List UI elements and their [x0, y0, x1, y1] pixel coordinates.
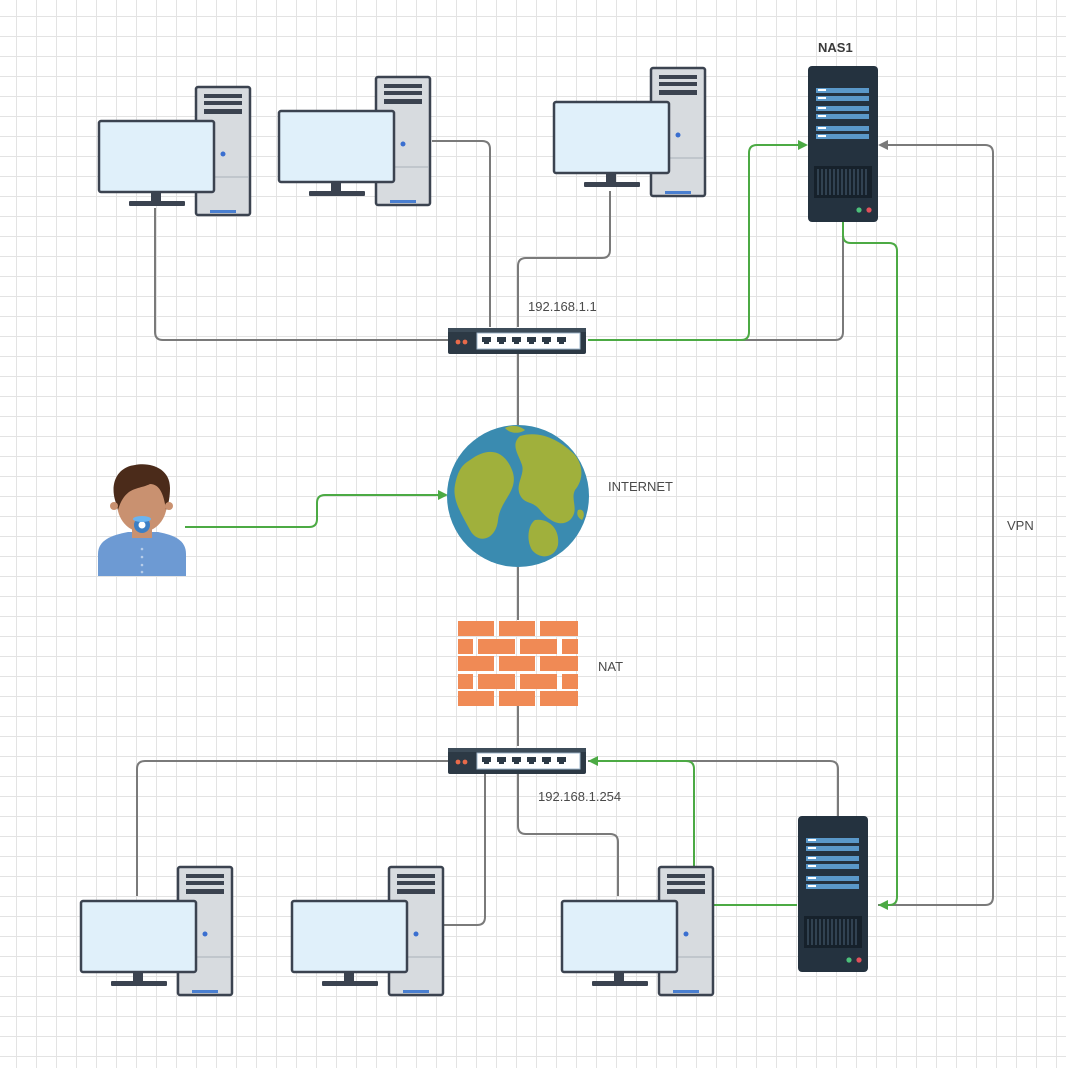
workstation-icon[interactable]	[290, 865, 445, 997]
firewall-icon[interactable]	[458, 621, 578, 706]
arrowhead-vpn-nas1	[878, 140, 888, 150]
link-pc3-router-top	[517, 191, 611, 327]
link-router-top-nas1	[588, 222, 844, 341]
nat-label: NAT	[598, 659, 623, 674]
internet-label: INTERNET	[608, 479, 673, 494]
link-router-bottom-pc4	[136, 760, 448, 896]
person-icon[interactable]	[98, 464, 186, 576]
link-green-person-internet	[185, 494, 440, 528]
link-router-bottom-pc5	[440, 774, 486, 926]
server-icon[interactable]	[807, 65, 879, 223]
arrowhead-green-server2	[878, 900, 888, 910]
link-router-bottom-server2	[588, 760, 839, 816]
workstation-icon[interactable]	[560, 865, 715, 997]
arrowhead-green-router-bottom	[588, 756, 598, 766]
workstation-icon[interactable]	[79, 865, 234, 997]
workstation-icon[interactable]	[97, 85, 252, 217]
link-green-router-nas1	[588, 144, 801, 341]
link-pc2-router-top	[432, 140, 491, 327]
globe-icon[interactable]	[447, 425, 589, 567]
arrowhead-green-nas1	[798, 140, 808, 150]
vpn-label: VPN	[1007, 518, 1034, 533]
link-green-nas1-server2	[842, 222, 898, 906]
link-pc1-router-top	[154, 208, 448, 341]
server-icon[interactable]	[797, 815, 869, 973]
workstation-icon[interactable]	[552, 66, 707, 198]
arrowhead-green-internet	[438, 490, 448, 500]
nas1-label: NAS1	[818, 40, 853, 55]
link-router-bottom-pc6	[517, 774, 619, 896]
router-icon[interactable]	[447, 327, 587, 355]
router-bottom-ip-label: 192.168.1.254	[538, 789, 621, 804]
router-top-ip-label: 192.168.1.1	[528, 299, 597, 314]
router-icon[interactable]	[447, 747, 587, 775]
workstation-icon[interactable]	[277, 75, 432, 207]
link-vpn	[878, 144, 994, 906]
